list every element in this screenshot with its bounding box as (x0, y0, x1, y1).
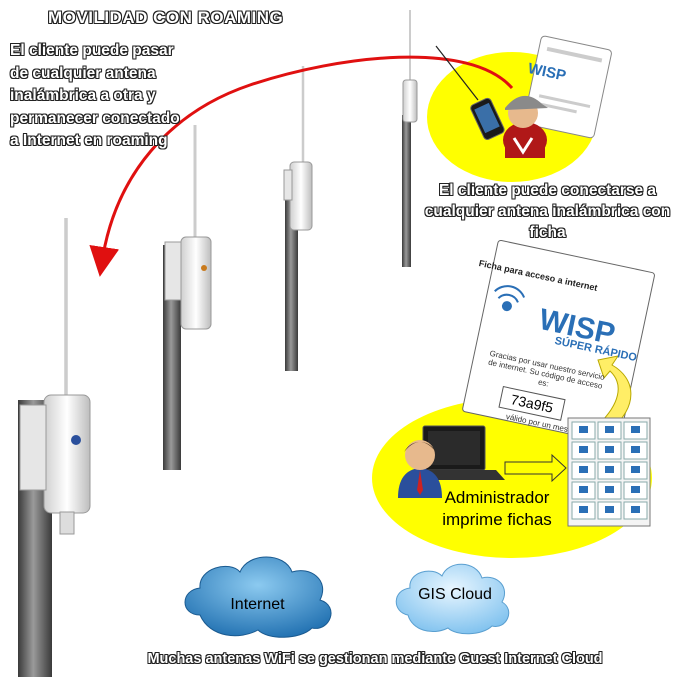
mini-voucher-logo (579, 426, 588, 433)
mini-voucher-logo (605, 466, 614, 473)
mini-voucher-logo (605, 486, 614, 493)
gis-cloud (395, 563, 510, 635)
mini-voucher-logo (631, 486, 640, 493)
mini-voucher-logo (579, 506, 588, 513)
antenna-4 (402, 10, 418, 267)
mini-voucher-logo (631, 446, 640, 453)
smartphone-icon (470, 97, 505, 140)
mini-voucher-logo (605, 426, 614, 433)
mini-voucher-logo (579, 446, 588, 453)
mini-voucher-logo (579, 486, 588, 493)
admin-to-sheet-arrow (504, 453, 567, 483)
diagram-title: MOVILIDAD CON ROAMING (48, 8, 284, 27)
mini-voucher-logo (579, 466, 588, 473)
internet-cloud-label: Internet (230, 596, 285, 613)
mini-voucher-card (523, 35, 612, 139)
antenna-1 (18, 218, 91, 677)
footer-caption: Muchas antenas WiFi se gestionan mediant… (147, 651, 603, 667)
gis-cloud-label: GIS Cloud (418, 586, 492, 603)
client-person-icon (503, 95, 548, 158)
wisp-wifi-icon (494, 285, 526, 312)
mini-voucher-logo (631, 426, 640, 433)
client-move-caption: El cliente puede pasar de cualquier ante… (10, 42, 180, 149)
roaming-arrow (89, 55, 514, 277)
mini-voucher-logo (605, 446, 614, 453)
voucher-sheet (567, 417, 651, 527)
signal-line (435, 45, 479, 101)
mini-voucher-logo (631, 506, 640, 513)
admin-caption: Administrador imprime fichas (442, 488, 552, 529)
mini-voucher-logo (605, 506, 614, 513)
client-connect-caption: El cliente puede conectarse a cualquier … (424, 182, 671, 241)
admin-person-icon (398, 440, 442, 498)
mini-voucher-logo (631, 466, 640, 473)
antenna-2 (163, 125, 212, 470)
internet-cloud (184, 556, 332, 638)
print-arrow (597, 355, 632, 431)
antenna-3 (283, 66, 313, 371)
